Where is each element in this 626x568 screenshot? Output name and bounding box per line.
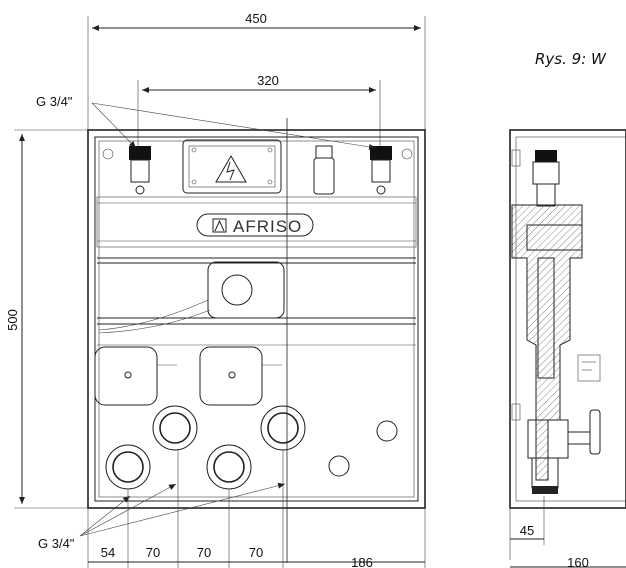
brand-logo-text: AFRISO — [233, 217, 302, 236]
dim-70-b-label: 70 — [197, 545, 211, 560]
dimension-height-500: 500 — [5, 129, 88, 509]
dim-320-label: 320 — [257, 73, 279, 88]
dim-450-label: 450 — [245, 11, 267, 26]
dim-54-label: 54 — [101, 545, 115, 560]
side-section-view — [509, 129, 626, 509]
dimension-width-450: 450 — [87, 11, 426, 130]
dim-500-label: 500 — [5, 309, 20, 331]
manifold-cabinet: AFRISO — [87, 118, 426, 563]
dimension-pipe-spacing-320: 320 — [137, 73, 381, 148]
fitting-3 — [105, 444, 151, 490]
fitting-1 — [152, 405, 198, 451]
dim-70-a-label: 70 — [146, 545, 160, 560]
fitting-4 — [206, 444, 252, 490]
svg-text:G 3/4": G 3/4" — [36, 94, 73, 109]
dim-160-label: 160 — [567, 555, 589, 568]
svg-text:G 3/4": G 3/4" — [38, 536, 75, 551]
dimension-side-45: 45 — [509, 496, 545, 560]
dimension-chain-bottom: 54 70 70 70 186 — [87, 450, 426, 568]
fitting-2 — [260, 405, 306, 451]
dim-186-label: 186 — [351, 555, 373, 568]
dim-45-label: 45 — [520, 523, 534, 538]
figure-caption: Rys. 9: W — [535, 50, 607, 68]
thread-label-bottom: G 3/4" — [38, 482, 286, 551]
thread-label-top: G 3/4" — [36, 94, 377, 150]
dim-70-c-label: 70 — [249, 545, 263, 560]
dimension-side-160: 160 — [510, 555, 626, 568]
